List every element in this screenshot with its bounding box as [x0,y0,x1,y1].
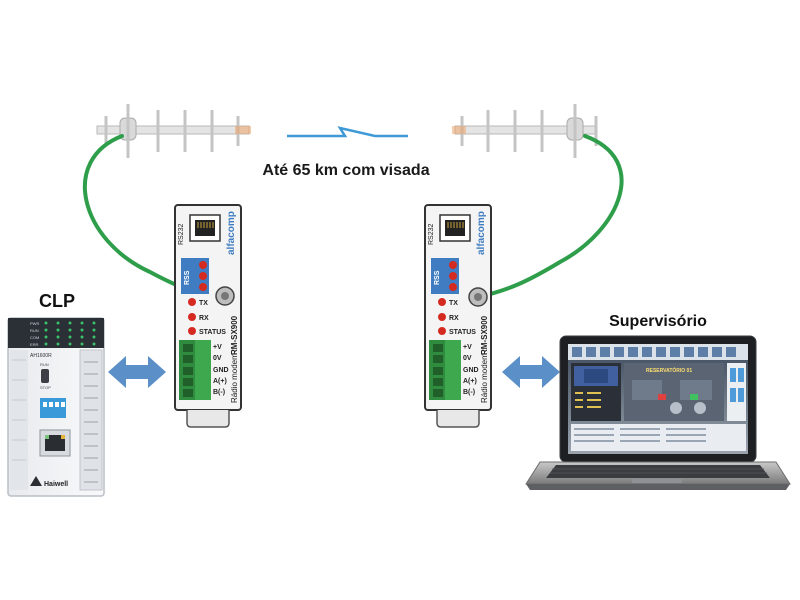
status-label: STATUS [449,329,476,336]
rs232-label: RS232 [178,223,185,245]
radio-modem-left: RS232 alfacomp RSS TX RX STATUS Rádio mo… [174,204,242,428]
scada-screen-title: RESERVATÓRIO 01 [646,366,692,374]
brand-logo: alfacomp [226,211,237,255]
rss-led-3 [449,283,457,291]
rx-led [438,313,446,321]
rss-led-3 [199,283,207,291]
plc-switch-label: STOP [40,385,51,390]
terminal-label: A(+) [463,378,477,385]
radio-link-bolt [287,126,408,138]
rx-label: RX [199,315,209,322]
terminal-label: GND [463,367,479,374]
plc-model-label: AH1600R [30,353,52,359]
plc-led-label: RUN [30,328,39,333]
terminal-label: +V [213,344,222,351]
tx-label: TX [199,300,208,307]
rss-label: RSS [184,270,191,285]
right-antenna-cable [476,134,624,299]
plc-device: PWR RUN COM ERR AH1600R [7,317,105,497]
haiwell-logo-icon [30,476,42,486]
tx-led [438,298,446,306]
status-led [438,327,446,335]
terminal-block [429,340,461,400]
rs232-label: RS232 [428,223,435,245]
plc-led-label: COM [30,335,39,340]
right-double-arrow [502,356,560,388]
run-stop-switch [41,369,49,383]
laptop: RESERVATÓRIO 01 [525,335,791,490]
plc-title: CLP [39,291,75,311]
product-name: Rádio modem [230,353,239,403]
plc-led-label: PWR [30,321,39,326]
left-antenna [96,104,251,158]
left-double-arrow [108,356,166,388]
status-label: STATUS [199,329,226,336]
distance-label: Até 65 km com visada [262,162,429,179]
tx-led [188,298,196,306]
plc-brand: Haiwell [44,481,68,488]
right-antenna [452,104,598,158]
terminal-label: 0V [463,355,472,362]
rx-led [188,313,196,321]
terminal-label: A(+) [213,378,227,385]
terminal-label: +V [463,344,472,351]
product-name: Rádio modem [480,353,489,403]
terminal-label: B(-) [463,389,475,396]
rss-led-2 [199,272,207,280]
dip-switch-block [40,398,66,418]
terminal-label: GND [213,367,229,374]
product-model: RM-SX900 [230,315,239,355]
radio-modem-right: RS232 alfacomp RSS TX RX STATUS Rádio mo… [424,204,492,428]
plc-led-label: ERR [30,342,39,347]
rss-led-1 [449,261,457,269]
tx-label: TX [449,300,458,307]
rss-led-2 [449,272,457,280]
terminal-label: 0V [213,355,222,362]
rx-label: RX [449,315,459,322]
status-led [188,327,196,335]
terminal-block [179,340,211,400]
brand-logo: alfacomp [476,211,487,255]
plc-switch-label: RUN [40,362,49,367]
rss-led-1 [199,261,207,269]
terminal-label: B(-) [213,389,225,396]
product-model: RM-SX900 [480,315,489,355]
rss-label: RSS [434,270,441,285]
supervisory-title: Supervisório [609,313,707,330]
